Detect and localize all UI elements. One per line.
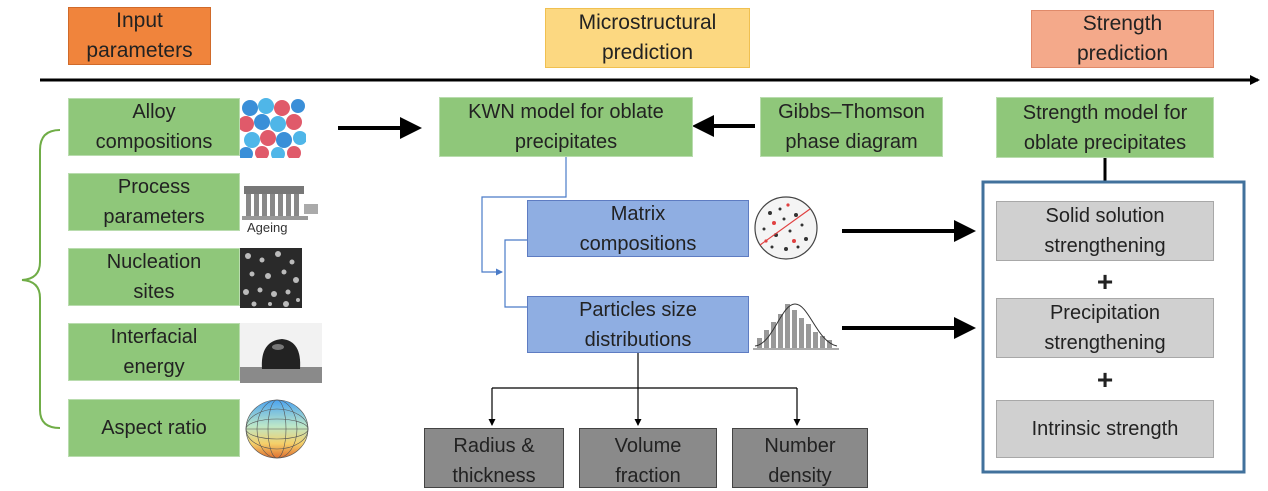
precipitation-strengthening-box: Precipitation strengthening [996,298,1214,358]
strength-frame [981,180,1246,474]
output-radius-thickness: Radius & thickness [424,428,564,488]
microstructure-icon [750,195,822,261]
header-strength-prediction: Strength prediction [1031,10,1214,68]
intrinsic-strength-box: Intrinsic strength [996,400,1214,458]
gibbs-thomson-box: Gibbs–Thomson phase diagram [760,97,943,157]
header-input-parameters: Input parameters [68,7,211,65]
kwn-model-box: KWN model for oblate precipitates [439,97,693,157]
histogram-bar [827,340,832,348]
output-number-density: Number density [732,428,868,488]
matrix-particles-connector [504,239,527,308]
input-alloy-compositions: Alloy compositions [68,98,240,156]
plus-icon-2: + [1096,364,1114,395]
atoms-icon [240,98,306,158]
histogram-bar [778,314,783,348]
input-interfacial-energy: Interfacial energy [68,323,240,381]
histogram-bar [792,310,797,348]
input-nucleation-sites: Nucleation sites [68,248,240,306]
matrix-compositions-box: Matrix compositions [527,200,749,257]
strength-model-box: Strength model for oblate precipitates [996,97,1214,158]
histogram-bar [757,338,762,348]
histogram-icon [751,296,841,356]
header-microstructural-prediction: Microstructural prediction [545,8,750,68]
nucleation-icon [240,248,302,308]
kwn-connector [481,157,567,276]
particles-size-distributions-box: Particles size distributions [527,296,749,353]
ageing-icon [242,178,322,238]
histogram-bar [799,318,804,348]
histogram-bar [771,322,776,348]
solid-solution-strengthening-box: Solid solution strengthening [996,201,1214,261]
histogram-bar [806,324,811,348]
histogram-bar [785,304,790,348]
plus-icon-1: + [1096,266,1114,297]
ellipsoid-icon [244,398,310,460]
histogram-curve [754,303,838,347]
droplet-icon [240,323,322,383]
output-volume-fraction: Volume fraction [579,428,717,488]
input-brace [21,129,61,429]
histogram-bar [820,336,825,348]
input-aspect-ratio: Aspect ratio [68,399,240,457]
input-process-parameters: Process parameters [68,173,240,231]
histogram-bar [813,332,818,348]
ageing-caption: Ageing [247,220,288,235]
